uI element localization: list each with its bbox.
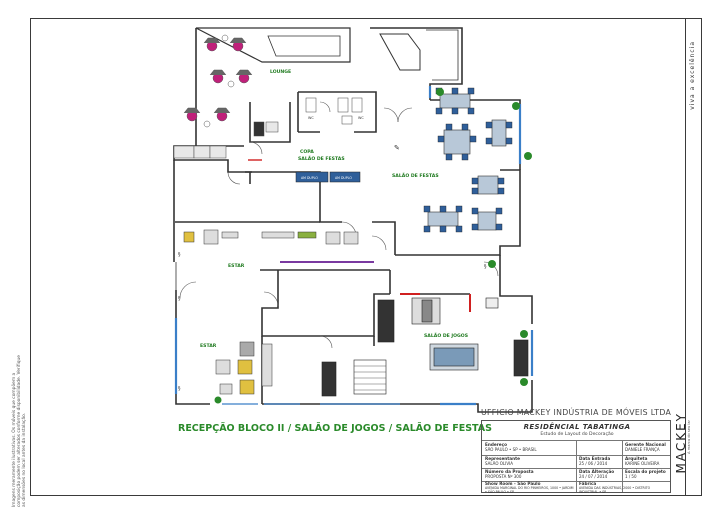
- svg-text:§: §: [178, 252, 181, 258]
- room-label-estar-1: ESTAR: [228, 264, 245, 269]
- room-label-wc-f: WC: [358, 116, 364, 120]
- data-alteracao-label: Data Alteração: [579, 469, 615, 474]
- room-label-salao-jogos: SALÃO DE JOGOS: [424, 334, 468, 339]
- room-label-copa: COPA: [300, 150, 314, 155]
- project-name: RESIDÊNCIAL TABATINGA: [523, 423, 631, 431]
- logo-tagline: A marca do seu lar: [687, 420, 691, 454]
- room-label-lounge: LOUNGE: [270, 70, 292, 75]
- escala-label: Escala do projeto: [625, 469, 666, 474]
- room-label-estar-2: ESTAR: [200, 344, 217, 349]
- drawing-frame: [30, 18, 686, 496]
- data-entrada-label: Data Entrada: [579, 456, 611, 461]
- plan-title: RECEPÇÃO BLOCO II / SALÃO DE JOGOS / SAL…: [178, 423, 492, 434]
- fabrica-label: Fábrica: [579, 481, 597, 486]
- proposta-label: Número da Proposta: [485, 469, 534, 474]
- room-label-salao-festas: SALÃO DE FESTAS: [392, 174, 439, 179]
- svg-text:§: §: [484, 264, 487, 270]
- showroom-value: AVENIDA MARGINAL DO RIO PINHEIROS, 1000 …: [485, 486, 574, 494]
- project-subtitle: Estudo de Layout do Decoração: [540, 432, 614, 437]
- svg-text:✎: ✎: [394, 144, 400, 152]
- right-sidebar: viva a excelência: [686, 18, 702, 496]
- svg-text:AM DUPLO: AM DUPLO: [335, 176, 352, 180]
- escala-value: 1 / 50: [625, 474, 637, 479]
- endereco-label: Endereço: [485, 442, 507, 447]
- fabrica-value: AVENIDA DAS INDÚSTRIAS, 2000 • DISTRITO …: [579, 486, 651, 494]
- gerente-value: DANIELE FRANÇA: [625, 447, 660, 452]
- room-label-wc-m: WC: [308, 116, 314, 120]
- svg-text:AM DUPLO: AM DUPLO: [301, 176, 318, 180]
- arquiteta-value: KARINE OLIVEIRA: [625, 461, 660, 466]
- showroom-label: Show Room - São Paulo: [485, 481, 541, 486]
- proposta-value: PROPOSTA Nº 300: [485, 474, 522, 479]
- data-alteracao-value: 24 / 07 / 2014: [579, 474, 608, 479]
- representante-value: SALÃO OLIVIA: [485, 461, 513, 466]
- title-block: RESIDÊNCIAL TABATINGA Estudo de Layout d…: [481, 420, 671, 494]
- gerente-label: Gerente Nacional: [625, 442, 666, 447]
- room-label-copa-sub: SALÃO DE FESTAS: [298, 157, 345, 162]
- svg-text:§: §: [178, 386, 181, 392]
- endereco-value: SÃO PAULO • SP • BRASIL: [485, 447, 537, 452]
- svg-text:§: §: [178, 296, 181, 302]
- mackey-logo: MACKEY: [674, 412, 688, 474]
- company-name: UFFICIO MACKEY INDÚSTRIA DE MÓVEIS LTDA: [481, 408, 672, 417]
- arquiteta-label: Arquiteta: [625, 456, 648, 461]
- representante-label: Representante: [485, 456, 520, 461]
- data-entrada-value: 25 / 06 / 2014: [579, 461, 608, 466]
